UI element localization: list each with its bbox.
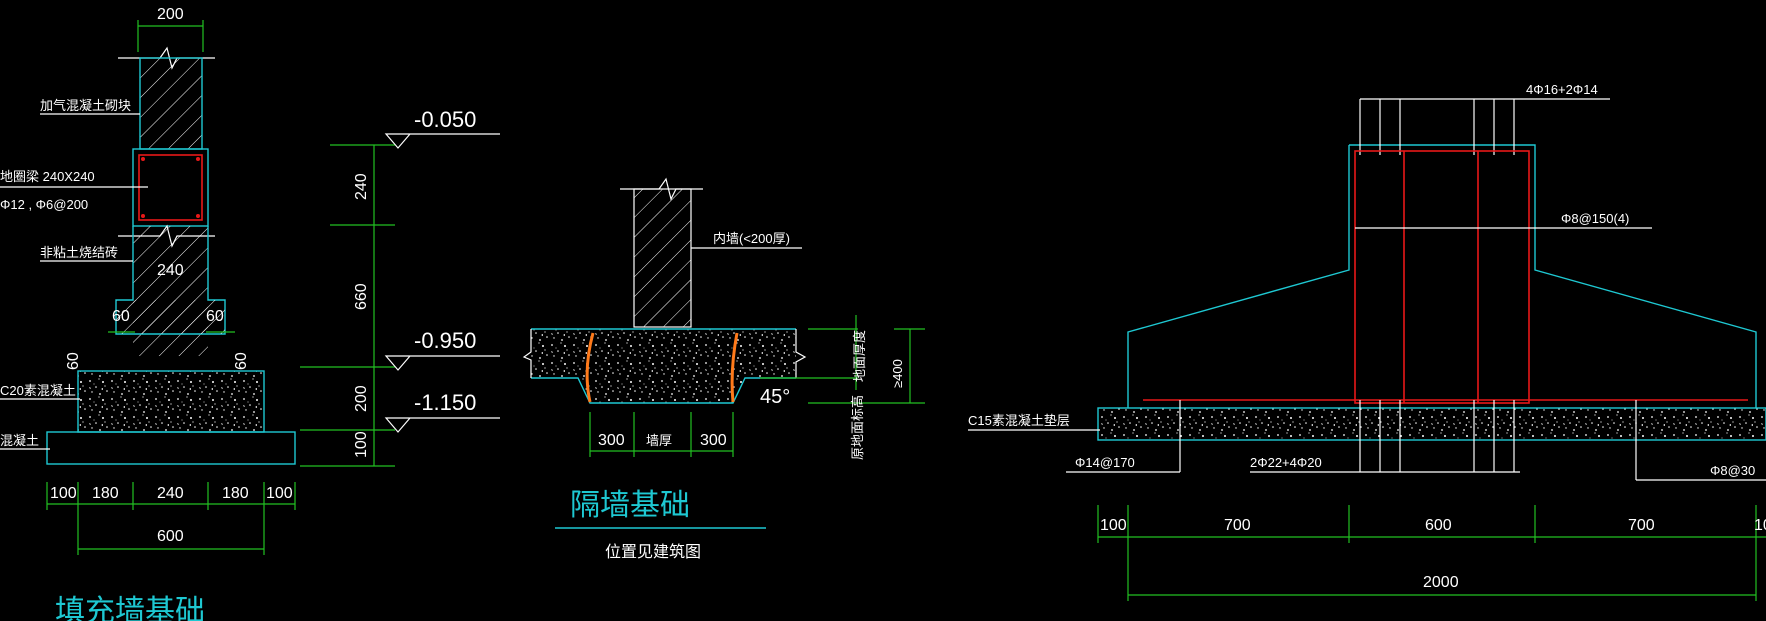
partition-wall-foundation-detail: 内墙(<200厚) 45° 地面厚度 ≥400 原地面标高 300 墙厚 300…	[522, 177, 925, 561]
step-h-right: 60	[233, 352, 250, 370]
slab-thickening-fill	[531, 329, 796, 403]
angle-label: 45°	[760, 386, 790, 408]
cushion-outline	[1097, 407, 1766, 441]
block-wall-hatch	[140, 58, 202, 149]
ring-beam-rebar	[138, 154, 203, 221]
label-original-ground: 原地面标高	[850, 395, 865, 460]
elev-dim-100: 100	[353, 431, 370, 458]
step-left-label: 60	[112, 308, 130, 325]
infill-wall-foundation-detail: 200 加气混凝土砌块 地圈梁 240X240 Φ12 , Φ6@200	[0, 6, 296, 621]
strip-foundation-detail: 4Φ16+2Φ14 Φ8@150(4) C15素混凝土垫层 Φ14@170 2Φ…	[968, 82, 1766, 601]
label-block-group: 加气混凝土砌块	[40, 98, 140, 115]
slab-break-right	[795, 329, 807, 378]
partition-wall-outline	[633, 188, 692, 328]
label-beam-rebar: Φ12 , Φ6@200	[0, 197, 88, 212]
dim-top-label: 200	[157, 6, 184, 23]
dim-total-600: 600	[157, 528, 184, 545]
label-inner-wall: 内墙(<200厚)	[713, 231, 790, 246]
label-bottom-rebar-right: Φ8@30	[1710, 463, 1755, 478]
right-dim-2: 600	[1425, 517, 1452, 534]
label-block: 加气混凝土砌块	[40, 98, 131, 113]
label-bottom-concrete: 混凝土	[0, 433, 39, 448]
elev-dim-660: 660	[353, 283, 370, 310]
label-beam-size: 地圈梁 240X240	[0, 169, 95, 184]
elev-mark-1: -0.050	[414, 107, 476, 132]
label-bottom-rebar-left: Φ14@170	[1075, 455, 1135, 470]
title-infill-foundation: 填充墙基础	[55, 595, 205, 621]
right-dim-total: 2000	[1423, 574, 1459, 591]
step-right-label: 60	[206, 308, 224, 325]
elev-mark-2: -0.950	[414, 328, 476, 353]
subtitle-see-arch: 位置见建筑图	[605, 543, 701, 561]
right-dim-4: 10	[1754, 517, 1766, 534]
label-stirrup: Φ8@150(4)	[1561, 211, 1629, 226]
dim-b1: 180	[92, 485, 119, 502]
label-cushion: C15素混凝土垫层	[968, 413, 1070, 428]
mid-dim-0: 300	[598, 432, 625, 449]
slab-break-left	[522, 329, 532, 378]
label-plain-concrete: C20素混凝土	[0, 383, 76, 398]
title-partition-foundation: 隔墙基础	[570, 489, 690, 522]
rebar-right	[730, 332, 739, 403]
mid-dim-2: 300	[700, 432, 727, 449]
dim-b4: 100	[266, 485, 293, 502]
label-slab-thickness: 地面厚度	[852, 330, 867, 382]
label-ring-beam-group: 地圈梁 240X240 Φ12 , Φ6@200	[0, 169, 148, 212]
dim-b0: 100	[50, 485, 77, 502]
elevation-dims: 240 660 200 100 -0.050 -0.950 -1.150	[300, 107, 500, 467]
step-h-left: 60	[65, 352, 82, 370]
column-rebar-cage	[1354, 150, 1530, 404]
dim-b2: 240	[157, 485, 184, 502]
elev-mark-3: -1.150	[414, 390, 476, 415]
plain-concrete-footing-fill	[78, 371, 264, 432]
label-clay-brick: 非粘土烧结砖	[40, 245, 118, 260]
label-brick-group: 非粘土烧结砖	[40, 245, 133, 262]
brick-wall-hatch	[133, 226, 208, 356]
dim-b3: 180	[222, 485, 249, 502]
right-dim-1: 700	[1224, 517, 1251, 534]
dim-ge-400: ≥400	[890, 359, 905, 388]
bottom-cushion	[46, 431, 296, 465]
mid-dim-1: 墙厚	[646, 433, 672, 448]
elev-dim-200: 200	[353, 385, 370, 412]
partition-wall-hatch	[634, 189, 691, 327]
right-dim-3: 700	[1628, 517, 1655, 534]
rebar-left	[585, 332, 595, 403]
foundation-outline	[1127, 144, 1757, 408]
right-dim-0: 100	[1100, 517, 1127, 534]
elev-dim-240: 240	[353, 173, 370, 200]
dim-top-200: 200	[137, 6, 204, 52]
label-bottom-rebar-mid: 2Φ22+4Φ20	[1250, 455, 1322, 470]
label-top-rebar: 4Φ16+2Φ14	[1526, 82, 1598, 97]
slab-thickening-outline	[531, 328, 796, 404]
wall-width-label: 240	[157, 262, 184, 279]
cushion-fill	[1098, 408, 1766, 440]
dims-bottom-left: 100 180 240 180 100 600	[46, 482, 296, 555]
